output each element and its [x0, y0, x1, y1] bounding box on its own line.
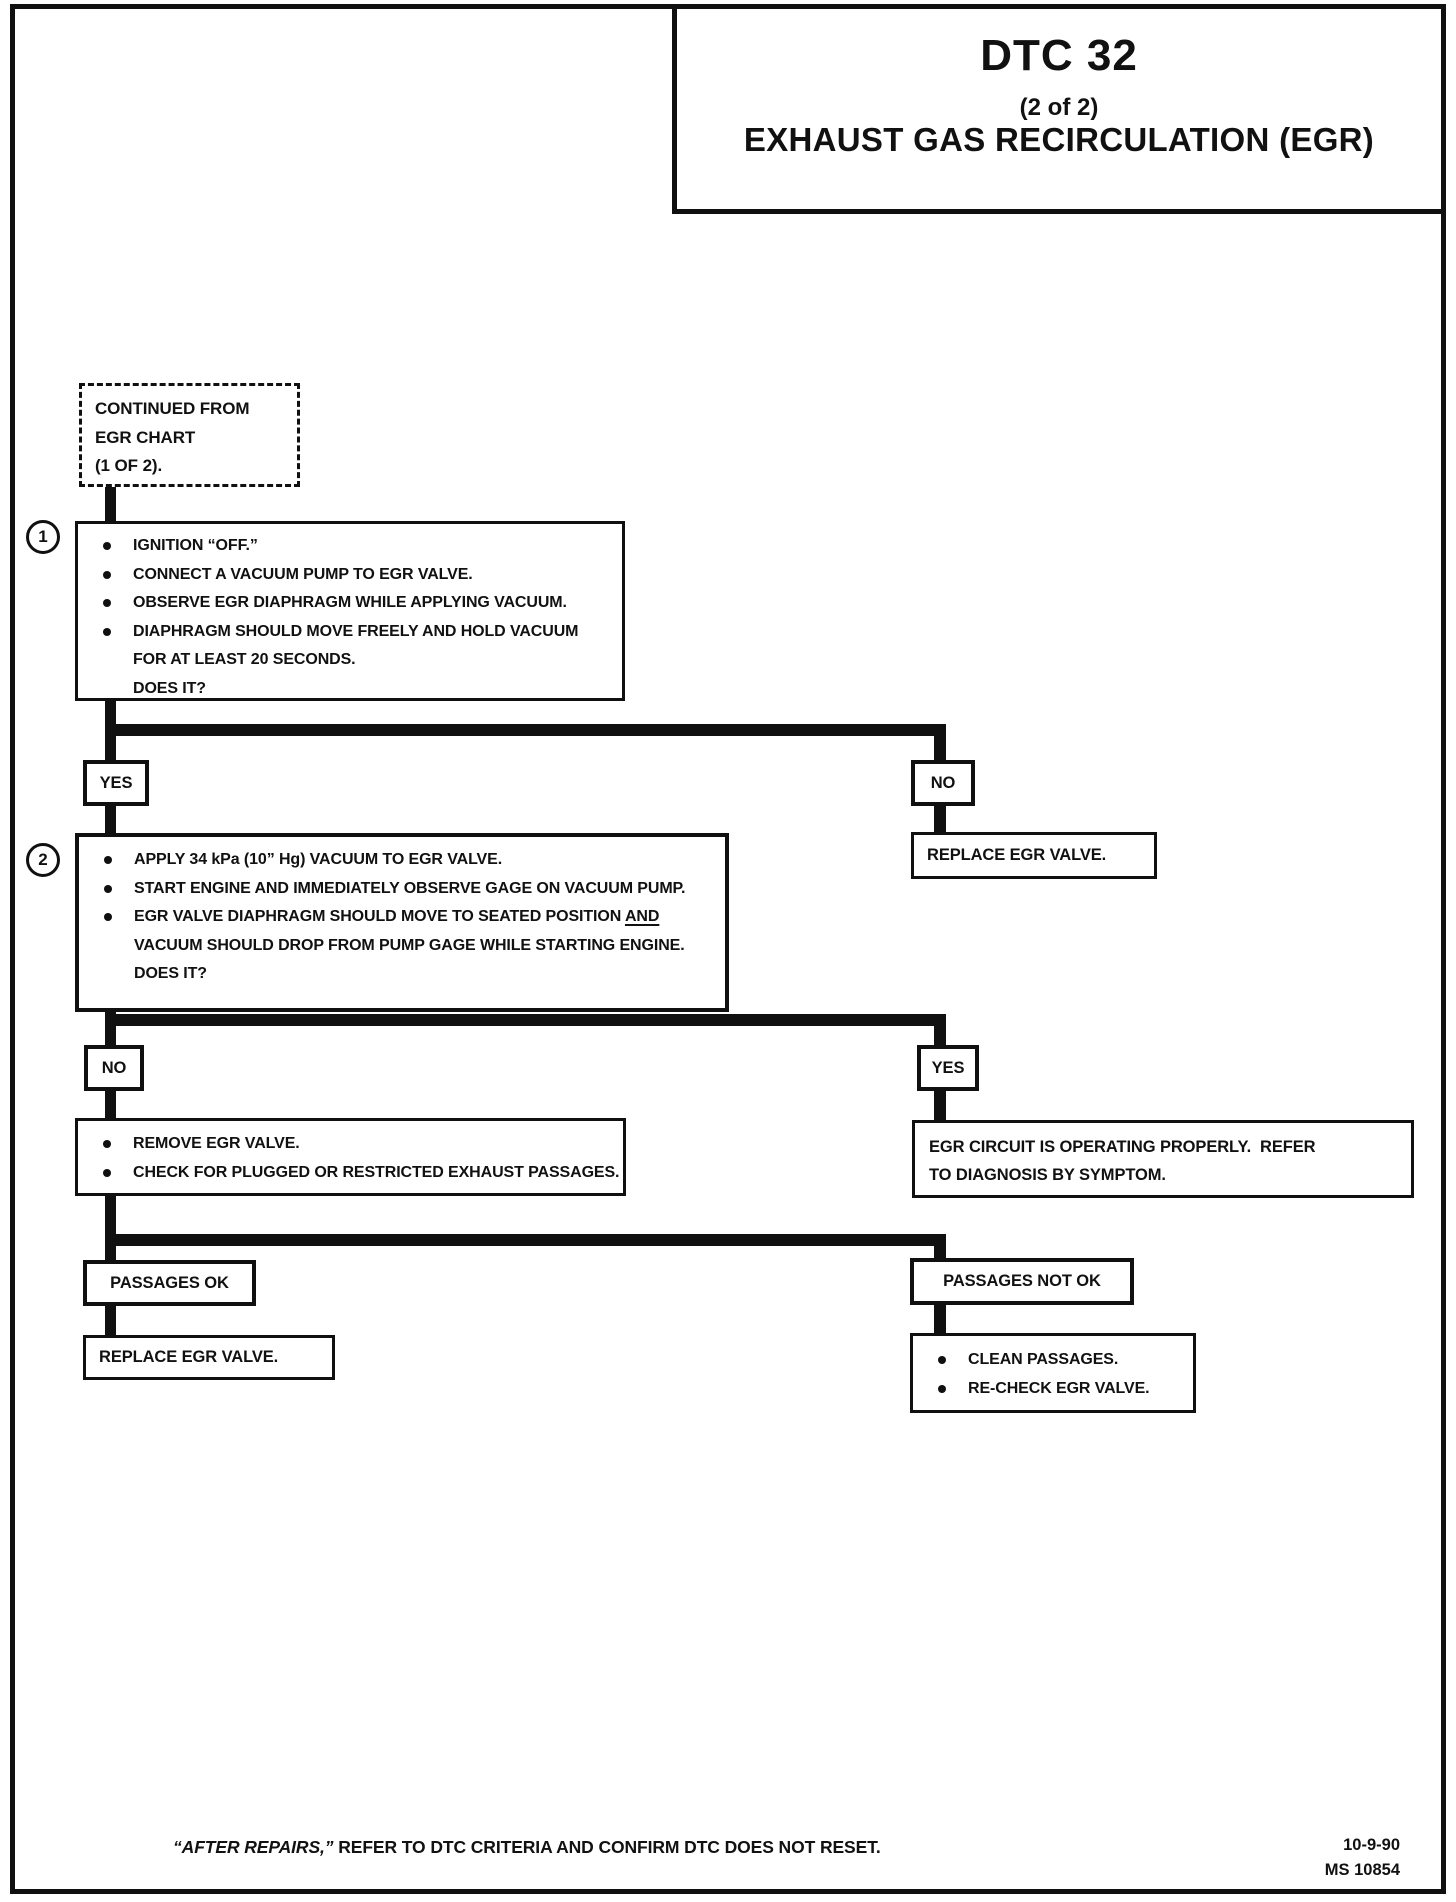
text-line: CONTINUED FROM: [95, 399, 250, 419]
yes-box-1: YES: [83, 760, 149, 806]
egr-ok-box: EGR CIRCUIT IS OPERATING PROPERLY. REFER…: [912, 1120, 1414, 1198]
line-text: START ENGINE AND IMMEDIATELY OBSERVE GAG…: [134, 879, 686, 897]
step-number-2-label: 2: [38, 850, 48, 869]
line-text: CONNECT A VACUUM PUMP TO EGR VALVE.: [133, 565, 473, 583]
text-line: CONNECT A VACUUM PUMP TO EGR VALVE.: [78, 561, 622, 590]
connector-line: [934, 1304, 946, 1334]
bullet-spacer: [104, 970, 112, 978]
text-line: EGR CIRCUIT IS OPERATING PROPERLY. REFER: [929, 1137, 1316, 1156]
clean-recheck-box: CLEAN PASSAGES. RE-CHECK EGR VALVE.: [910, 1333, 1196, 1413]
step-number-1-label: 1: [38, 527, 48, 546]
text-line: EGR VALVE DIAPHRAGM SHOULD MOVE TO SEATE…: [79, 903, 725, 932]
step-number-2: 2: [26, 843, 60, 877]
connector-line: [105, 805, 116, 834]
yes-box-2: YES: [917, 1045, 979, 1091]
no-box-1: NO: [911, 760, 975, 806]
footer-date: 10-9-90: [1343, 1836, 1400, 1854]
text-line: CLEAN PASSAGES.: [913, 1346, 1193, 1375]
line-text: EGR VALVE DIAPHRAGM SHOULD MOVE TO SEATE…: [134, 908, 660, 926]
bullet-spacer: [103, 656, 111, 664]
bullet-icon: [103, 542, 111, 551]
step2-box: APPLY 34 kPa (10” Hg) VACUUM TO EGR VALV…: [75, 833, 729, 1012]
text-line: DOES IT?: [78, 675, 622, 704]
text-line: DIAPHRAGM SHOULD MOVE FREELY AND HOLD VA…: [78, 618, 622, 647]
bullet-icon: [103, 1168, 111, 1177]
footer-note-italic: “AFTER REPAIRS,”: [173, 1837, 334, 1857]
text-line: RE-CHECK EGR VALVE.: [913, 1375, 1193, 1404]
bullet-icon: [104, 884, 112, 893]
connector-line: [934, 805, 946, 833]
text-line: IGNITION “OFF.”: [78, 532, 622, 561]
title-box: DTC 32 (2 of 2) EXHAUST GAS RECIRCULATIO…: [672, 4, 1446, 214]
footer-note: “AFTER REPAIRS,” REFER TO DTC CRITERIA A…: [173, 1837, 881, 1858]
connector-line: [105, 1234, 946, 1246]
line-text: DOES IT?: [134, 965, 207, 983]
line-text: VACUUM SHOULD DROP FROM PUMP GAGE WHILE …: [134, 936, 685, 954]
text-line: (1 OF 2).: [95, 456, 163, 476]
connector-line: [934, 1014, 946, 1046]
connector-line: [105, 1195, 116, 1261]
line-text: DIAPHRAGM SHOULD MOVE FREELY AND HOLD VA…: [133, 622, 579, 640]
bullet-icon: [104, 856, 112, 865]
line-text: REMOVE EGR VALVE.: [133, 1135, 300, 1153]
line-text: FOR AT LEAST 20 SECONDS.: [133, 651, 356, 669]
connector-line: [934, 1090, 946, 1121]
text-line: START ENGINE AND IMMEDIATELY OBSERVE GAG…: [79, 875, 725, 904]
footer-note-rest: REFER TO DTC CRITERIA AND CONFIRM DTC DO…: [333, 1837, 881, 1857]
connector-line: [934, 1234, 946, 1259]
line-text: IGNITION “OFF.”: [133, 537, 258, 555]
bullet-icon: [103, 627, 111, 636]
no-box-2: NO: [84, 1045, 144, 1091]
connector-line: [105, 1010, 116, 1046]
page-subtitle: (2 of 2): [1019, 94, 1099, 121]
line-text: DOES IT?: [133, 679, 206, 697]
line-text: RE-CHECK EGR VALVE.: [968, 1379, 1150, 1397]
footer-meta: 10-9-90 MS 10854: [1300, 1833, 1400, 1883]
step1-box: IGNITION “OFF.” CONNECT A VACUUM PUMP TO …: [75, 521, 625, 701]
line-text: CHECK FOR PLUGGED OR RESTRICTED EXHAUST …: [133, 1163, 620, 1181]
connector-line: [105, 1305, 116, 1336]
passages-not-ok-box: PASSAGES NOT OK: [910, 1258, 1134, 1305]
connector-line: [934, 724, 946, 761]
text-line: VACUUM SHOULD DROP FROM PUMP GAGE WHILE …: [79, 932, 725, 961]
text-line: EGR CHART: [95, 427, 196, 447]
text-line: APPLY 34 kPa (10” Hg) VACUUM TO EGR VALV…: [79, 846, 725, 875]
text-line: TO DIAGNOSIS BY SYMPTOM.: [929, 1166, 1166, 1185]
replace-egr-valve-box-bottom: REPLACE EGR VALVE.: [83, 1335, 335, 1380]
bullet-icon: [103, 570, 111, 579]
connector-line: [105, 1014, 946, 1026]
remove-check-box: REMOVE EGR VALVE. CHECK FOR PLUGGED OR RE…: [75, 1118, 626, 1196]
connector-line: [105, 487, 116, 523]
footer-doc-number: MS 10854: [1324, 1861, 1400, 1879]
text-line: FOR AT LEAST 20 SECONDS.: [78, 646, 622, 675]
line-text: OBSERVE EGR DIAPHRAGM WHILE APPLYING VAC…: [133, 594, 567, 612]
text-line: CHECK FOR PLUGGED OR RESTRICTED EXHAUST …: [78, 1159, 623, 1188]
page-title: DTC 32: [980, 31, 1138, 80]
bullet-icon: [104, 913, 112, 922]
connector-line: [105, 1090, 116, 1119]
text-line: DOES IT?: [79, 960, 725, 989]
passages-ok-box: PASSAGES OK: [83, 1260, 256, 1306]
connector-line: [105, 724, 946, 736]
bullet-icon: [103, 1140, 111, 1149]
text-line: REMOVE EGR VALVE.: [78, 1130, 623, 1159]
line-text: APPLY 34 kPa (10” Hg) VACUUM TO EGR VALV…: [134, 851, 503, 869]
text-line: OBSERVE EGR DIAPHRAGM WHILE APPLYING VAC…: [78, 589, 622, 618]
bullet-icon: [938, 1356, 946, 1365]
bullet-spacer: [104, 942, 112, 950]
bullet-icon: [103, 599, 111, 608]
continued-from-box: CONTINUED FROM EGR CHART (1 OF 2).: [79, 383, 300, 487]
bullet-icon: [938, 1384, 946, 1393]
bullet-spacer: [103, 685, 111, 693]
line-text: CLEAN PASSAGES.: [968, 1351, 1119, 1369]
system-title: EXHAUST GAS RECIRCULATION (EGR): [743, 121, 1375, 158]
replace-egr-valve-box-right: REPLACE EGR VALVE.: [911, 832, 1157, 879]
step-number-1: 1: [26, 520, 60, 554]
